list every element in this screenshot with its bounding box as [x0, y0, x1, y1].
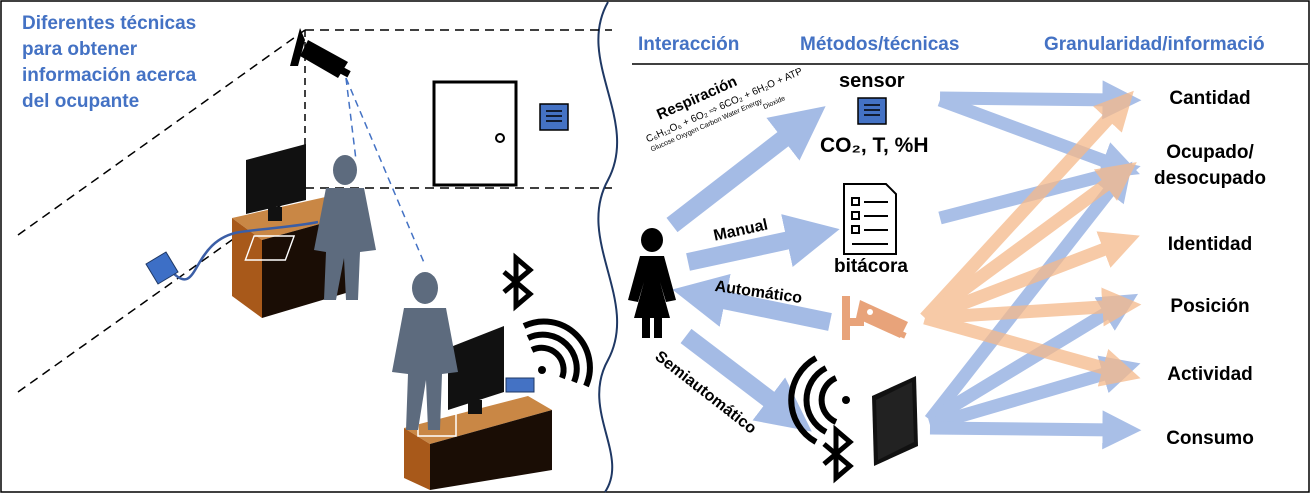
output-occupied: Ocupado/ [1166, 142, 1254, 163]
wifi-icon [522, 318, 593, 388]
wifi-icon [788, 355, 850, 445]
left-title-line-2: para obtener [22, 39, 138, 60]
output-activity: Actividad [1167, 364, 1253, 385]
monitor-icon [448, 326, 504, 414]
monitor-icon [872, 376, 918, 466]
logbook-label: bitácora [834, 256, 908, 277]
wall-sensor-icon [539, 103, 569, 131]
wired-sensor-icon [145, 220, 319, 285]
logbook-icon [843, 183, 897, 255]
header-granularity: Granularidad/informació [1044, 34, 1265, 55]
sensor-icon [857, 97, 887, 125]
left-title-line-1: Diferentes técnicas [22, 13, 197, 34]
output-identity: Identidad [1167, 234, 1253, 255]
person-icon [392, 272, 458, 430]
sensor-values: CO₂, T, %H [820, 134, 929, 157]
interaction-arrows [666, 106, 840, 432]
output-consumption: Consumo [1166, 428, 1254, 449]
output-unoccupied: desocupado [1154, 168, 1266, 189]
camera-icon [290, 28, 351, 78]
header-interaction: Interacción [638, 34, 740, 55]
outputs-arrows-blue [924, 80, 1142, 450]
device-box [505, 377, 535, 393]
sensor-label: sensor [839, 70, 905, 92]
bluetooth-icon [502, 252, 534, 312]
outputs-arrows-orange [920, 90, 1142, 387]
woman-icon [628, 228, 676, 338]
person-icon [314, 155, 376, 300]
output-quantity: Cantidad [1169, 88, 1251, 109]
door-icon [432, 80, 518, 187]
bluetooth-icon [822, 424, 854, 484]
monitor-icon [246, 144, 306, 221]
header-methods: Métodos/técnicas [800, 34, 960, 55]
left-title-line-4: del ocupante [22, 91, 140, 112]
security-camera-icon [842, 296, 908, 340]
wavy-divider [597, 1, 619, 493]
left-title-line-3: información acerca [22, 65, 197, 86]
desk-2 [404, 396, 552, 490]
output-position: Posición [1170, 296, 1250, 317]
